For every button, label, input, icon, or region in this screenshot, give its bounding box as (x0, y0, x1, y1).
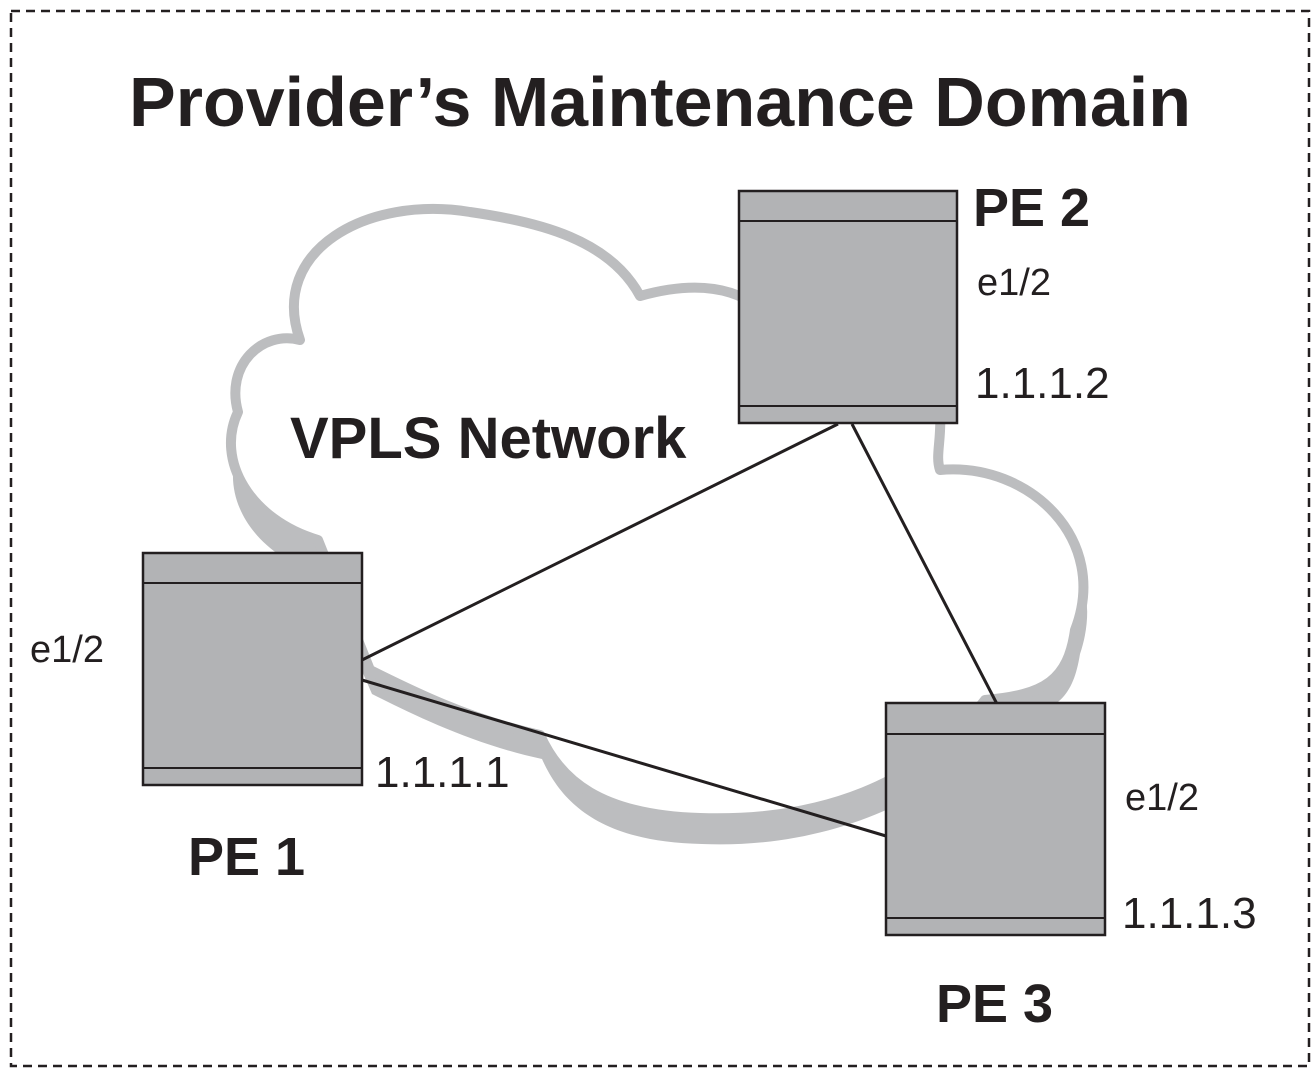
device-pe3-body (884, 701, 1107, 937)
device-pe3-name: PE 3 (936, 974, 1053, 1034)
device-pe2-port: e1/2 (977, 262, 1051, 304)
domain-title: Provider’s Maintenance Domain (129, 63, 1191, 141)
device-pe1-ip: 1.1.1.1 (375, 748, 510, 797)
device-pe2 (737, 189, 959, 425)
device-pe1-name: PE 1 (188, 827, 305, 887)
device-pe3-ip: 1.1.1.3 (1122, 889, 1257, 938)
link-pe2-pe3 (850, 423, 999, 705)
device-pe1-body (141, 551, 364, 787)
link-pe1-pe2 (361, 422, 839, 662)
device-pe3 (884, 701, 1107, 937)
device-pe1-port: e1/2 (30, 629, 104, 671)
vpls-network-label: VPLS Network (290, 406, 687, 471)
domain-border (9, 9, 1311, 1068)
device-pe2-body (737, 189, 959, 425)
device-pe2-ip: 1.1.1.2 (975, 359, 1110, 408)
device-pe2-name: PE 2 (973, 178, 1090, 238)
device-pe3-port: e1/2 (1125, 777, 1199, 819)
link-pe1-pe3 (361, 678, 887, 838)
device-pe1 (141, 551, 364, 787)
